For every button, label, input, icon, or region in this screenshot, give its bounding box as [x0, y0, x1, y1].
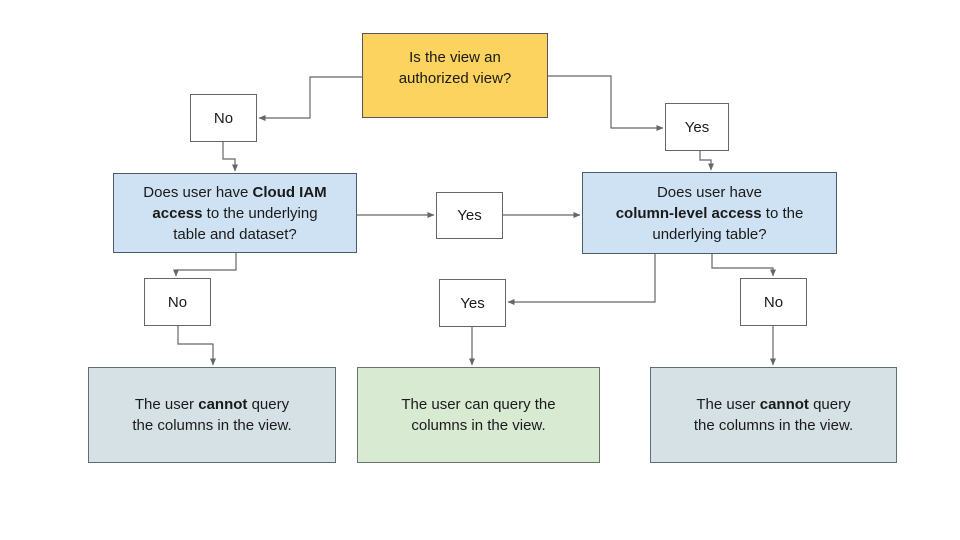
connector-root-to-yes-top [548, 75, 664, 131]
branch-no-left-label: No [167, 293, 188, 311]
connector-column-question-to-no-right [711, 254, 776, 277]
connector-no-left-to-result-left [177, 326, 216, 366]
branch-yes-mid: Yes [436, 192, 503, 239]
connector-no-top-to-iam-question [222, 142, 238, 172]
branch-no-left: No [144, 278, 211, 326]
connector-root-to-no-top [258, 76, 362, 121]
branch-no-top-label: No [213, 109, 234, 127]
branch-yes-mid-label: Yes [457, 207, 482, 224]
branch-no-right: No [740, 278, 807, 326]
connector-yes-top-to-column-question [699, 151, 714, 171]
branch-yes-bottom: Yes [439, 279, 506, 327]
connector-iam-question-to-no-left [173, 253, 237, 277]
branch-yes-top: Yes [665, 103, 729, 151]
branch-yes-top-label: Yes [684, 118, 710, 136]
connector-column-question-to-yes-bottom [507, 254, 656, 305]
branch-no-right-label: No [763, 293, 784, 311]
branch-no-top: No [190, 94, 257, 142]
branch-yes-bottom-label: Yes [460, 294, 485, 312]
